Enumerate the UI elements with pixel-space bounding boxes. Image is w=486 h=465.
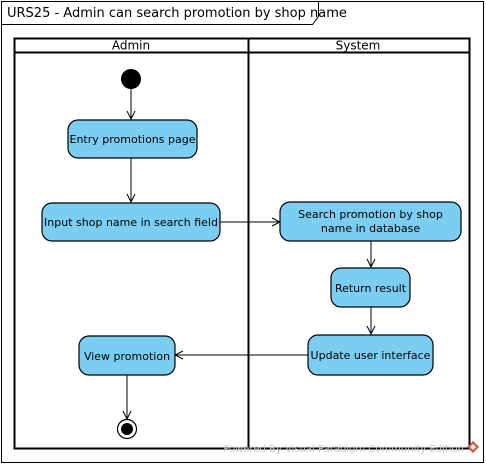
action-view-promotion: View promotion (78, 335, 176, 376)
action-update-user-interface: Update user interface (307, 334, 434, 376)
lane-admin-label: Admin (112, 39, 150, 53)
title-tab (1, 1, 319, 25)
control-flows (127, 89, 371, 419)
lane-container (13, 37, 471, 450)
visual-paradigm-logo-icon (467, 441, 479, 453)
action-label: Update user interface (311, 349, 431, 362)
action-return-result: Return result (330, 267, 411, 308)
action-entry-promotions-page: Entry promotions page (67, 119, 198, 159)
lane-system-label: System (336, 39, 381, 53)
final-node (116, 418, 138, 440)
action-label: Return result (335, 282, 407, 295)
watermark: Powered By Visual Paradigm Community Edi… (223, 444, 464, 455)
action-label-line-2: name in database (321, 222, 420, 235)
action-search-promotion: Search promotion by shop name in databas… (279, 201, 462, 242)
initial-node (121, 69, 141, 89)
action-label: Entry promotions page (70, 133, 196, 146)
action-input-shop-name: Input shop name in search field (41, 202, 221, 242)
action-label: View promotion (84, 350, 170, 363)
action-label: Input shop name in search field (44, 216, 218, 229)
swimlanes: Admin System (13, 37, 471, 450)
action-label-line-1: Search promotion by shop (298, 208, 443, 221)
diagram-title: URS25 - Admin can search promotion by sh… (7, 6, 347, 21)
